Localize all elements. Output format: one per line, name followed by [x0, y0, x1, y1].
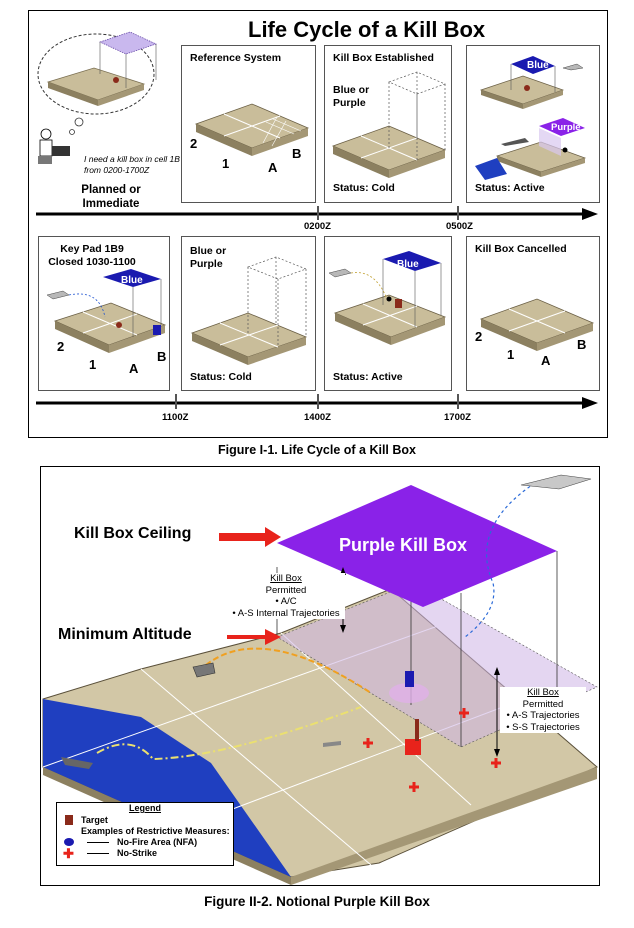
legend-nfa-icon [64, 838, 74, 846]
legend-nostrike: No-Strike [117, 848, 158, 858]
tick-1700z: 1700Z [444, 412, 471, 422]
note-line3: • A-S Internal Trajectories [232, 607, 340, 619]
grid-label-B: B [577, 337, 586, 352]
grid-label-2: 2 [475, 329, 482, 344]
active-scene: Blue Purple [475, 56, 587, 180]
note-line3: • S-S Trajectories [506, 721, 580, 733]
figure1-title: Life Cycle of a Kill Box [248, 17, 486, 42]
upper-permitted-note: Kill Box Permitted • A/C • A-S Internal … [227, 573, 345, 619]
keypad-scene: Blue 9 2 1 A B [46, 269, 166, 376]
legend-nfa: No-Fire Area (NFA) [117, 837, 198, 847]
timeline-bottom: 1100Z 1400Z 1700Z [36, 394, 598, 422]
panel-subtitle: Blue or Purple [333, 84, 370, 109]
legend-title: Legend [128, 803, 161, 813]
note-title: Kill Box [527, 687, 559, 698]
note-title: Kill Box [270, 573, 302, 584]
note-line1: Permitted [522, 698, 564, 710]
panel-title: Kill Box Cancelled [475, 243, 567, 255]
ceiling-label: Kill Box Ceiling [74, 525, 192, 542]
note-line2: • A/C [275, 596, 297, 607]
legend: Legend Target Examples of Restrictive Me… [56, 802, 234, 866]
reference-grid: 2 1 A B [190, 103, 310, 175]
box-label: Purple Kill Box [339, 535, 467, 555]
cancelled-grid: 2 1 A B [475, 298, 595, 368]
min-altitude-label: Minimum Altitude [58, 626, 192, 643]
request-speech: I need a kill box in cell 1B from 0200-1… [84, 154, 180, 175]
panel-status: Status: Active [333, 371, 403, 383]
panel-status: Status: Cold [333, 182, 395, 194]
grid-label-B: B [157, 349, 166, 364]
grid-label-A: A [268, 160, 278, 175]
tick-1400z: 1400Z [304, 412, 331, 422]
note-line1: Permitted [265, 584, 307, 596]
panel-title: Blue or Purple [190, 245, 227, 270]
established-box [331, 71, 447, 178]
grid-label-A: A [541, 353, 551, 368]
planned-label: Planned or Immediate [81, 184, 141, 210]
grid-label-2: 2 [57, 339, 64, 354]
panel-title: Key Pad 1B9 Closed 1030-1100 [48, 243, 136, 268]
legend-nostrike-icon: ✚ [63, 846, 74, 861]
box-label-blue: Blue [527, 60, 549, 71]
tick-0500z: 0500Z [446, 221, 473, 230]
timeline-top: 0200Z 0500Z [36, 206, 598, 230]
lower-permitted-note: Kill Box Permitted • A-S Trajectories • … [500, 687, 586, 733]
legend-nostrike-line [87, 853, 109, 854]
legend-target: Target [81, 815, 108, 825]
panel-status: Status: Active [475, 182, 545, 194]
note-line2: • A-S Trajectories [506, 710, 580, 721]
panel-keypad-closed: Key Pad 1B9 Closed 1030-1100 Blue 9 2 1 … [38, 236, 170, 391]
grid-label-1: 1 [89, 357, 96, 372]
tick-0200z: 0200Z [304, 221, 331, 230]
figure2-caption: Figure II-2. Notional Purple Kill Box [204, 894, 430, 909]
box-label-blue: Blue [397, 259, 419, 270]
panel-status: Status: Cold [190, 371, 252, 383]
panel-reference-system: Reference System 2 1 A B [181, 45, 316, 203]
panel-title: Reference System [190, 52, 282, 64]
panel-active-top: Blue Purple Status: Active [466, 45, 600, 203]
request-scene [37, 31, 157, 164]
cold-box [190, 256, 308, 365]
panel-kill-box-established: Kill Box Established Blue or Purple Stat… [324, 45, 452, 203]
box-label-purple: Purple [551, 122, 581, 133]
active-bottom-scene: Blue [328, 251, 447, 345]
figure1-caption: Figure I-1. Life Cycle of a Kill Box [218, 443, 416, 457]
grid-label-B: B [292, 146, 301, 161]
legend-target-icon [65, 815, 73, 825]
legend-nfa-line [87, 842, 109, 843]
grid-label-1: 1 [222, 156, 229, 171]
tick-1100z: 1100Z [162, 412, 189, 422]
grid-label-2: 2 [190, 136, 197, 151]
panel-cold-bottom: Blue or Purple Status: Cold [181, 236, 316, 391]
box-label-blue: Blue [121, 275, 143, 286]
grid-label-1: 1 [507, 347, 514, 362]
keypad-label: 9 [158, 340, 162, 347]
panel-active-bottom: Blue Status: Active [324, 236, 452, 391]
panel-cancelled: Kill Box Cancelled 2 1 A B [466, 236, 600, 391]
grid-label-A: A [129, 361, 139, 376]
panel-title: Kill Box Established [333, 52, 434, 64]
legend-examples: Examples of Restrictive Measures: [81, 826, 230, 836]
